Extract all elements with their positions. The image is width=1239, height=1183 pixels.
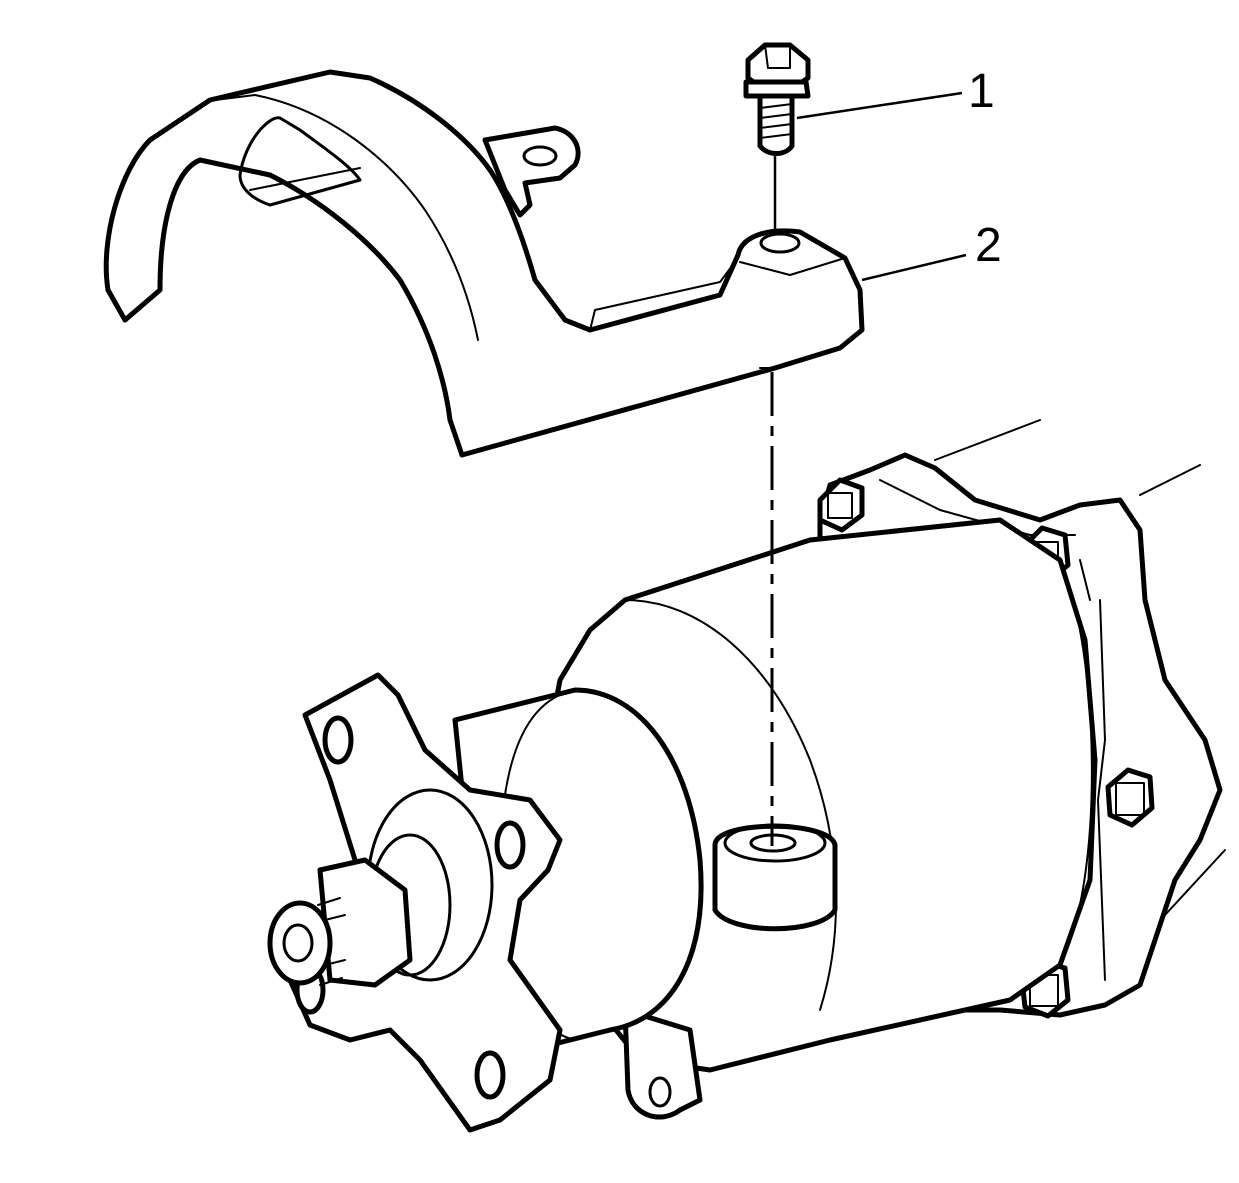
- flange-bolt-middle-right: [1105, 767, 1155, 828]
- starter-mounting-ear: [622, 1007, 703, 1120]
- bolt: [743, 42, 811, 156]
- callout-label-1: 1: [968, 65, 995, 118]
- shield-bolt-hole: [759, 232, 801, 254]
- pinion-shaft-end: [267, 900, 333, 986]
- callout-label-2: 2: [975, 219, 1002, 272]
- starter-motor-shield: [103, 69, 865, 458]
- flange-bolt-top-left: [817, 477, 865, 533]
- callout-leader-2: [861, 253, 967, 282]
- assembly-center-line: [770, 155, 777, 846]
- pinion-nut: [317, 857, 413, 988]
- starter-motor: [267, 452, 1223, 1133]
- callout-leader-1: [796, 91, 963, 120]
- shield-rear-tab: [482, 125, 581, 218]
- shield-mounting-boss: [712, 823, 838, 932]
- engine-block-lines: [934, 419, 1226, 916]
